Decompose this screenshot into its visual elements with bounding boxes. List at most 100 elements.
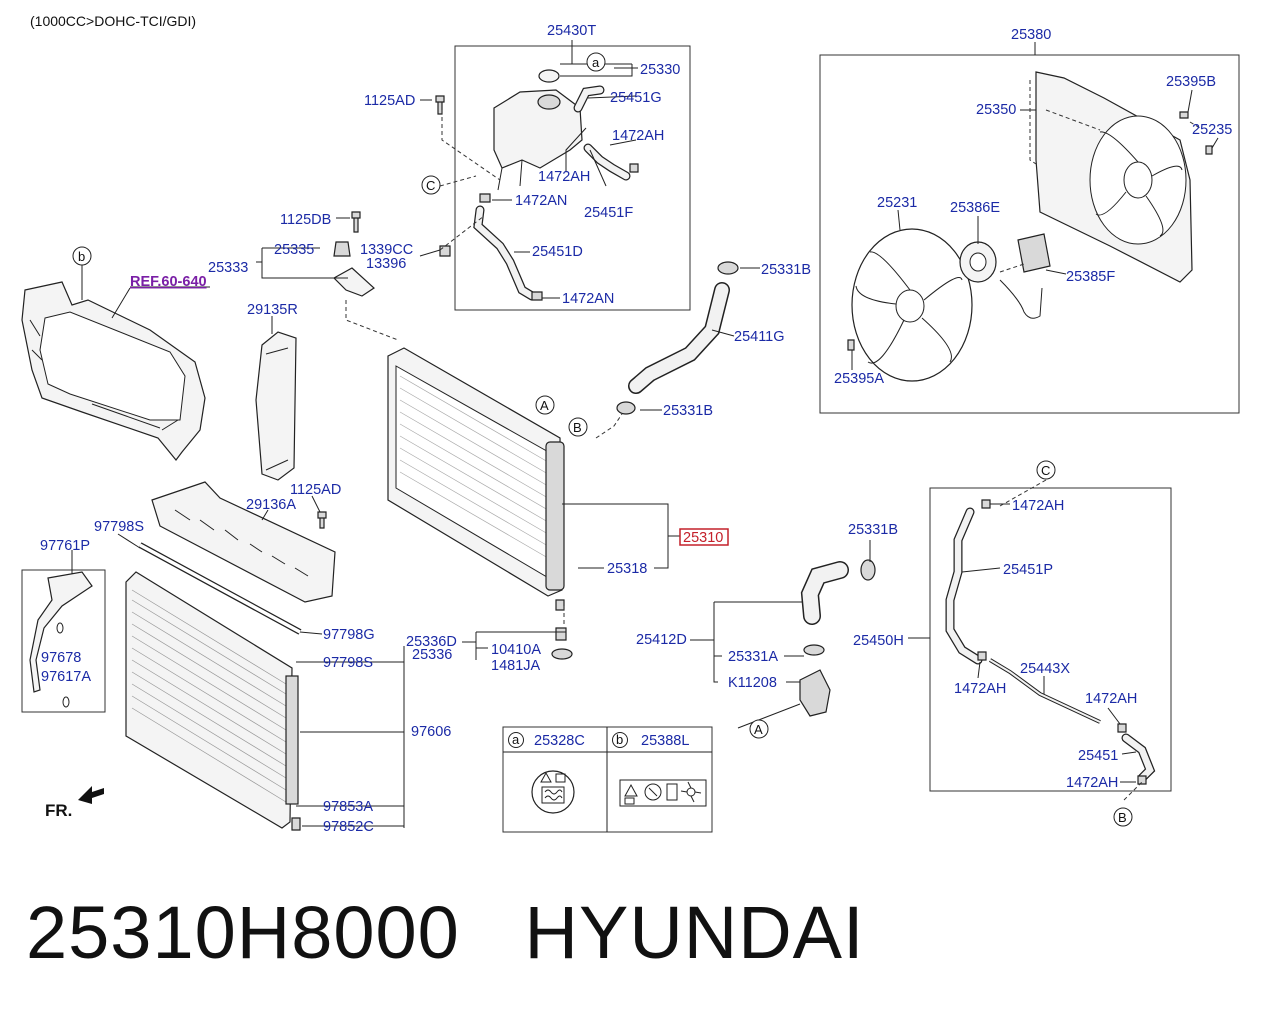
- radiator-drawing: [387, 347, 565, 611]
- part-label[interactable]: 25443X: [1020, 661, 1070, 677]
- brand-name: HYUNDAI: [524, 891, 865, 974]
- bracket-25333-drawing: [333, 267, 375, 297]
- circle-marker-b-radiator: B: [568, 417, 588, 437]
- part-label[interactable]: 25231: [877, 195, 917, 211]
- part-label[interactable]: 25451F: [584, 205, 633, 221]
- part-label[interactable]: 25331B: [761, 262, 811, 278]
- front-direction-arrow-icon: [78, 786, 104, 804]
- part-label[interactable]: 25451P: [1003, 562, 1053, 578]
- part-label[interactable]: 25331A: [728, 649, 778, 665]
- svg-text:A: A: [540, 398, 549, 413]
- circle-marker-b-heater: B: [1113, 807, 1133, 827]
- legend-part-b: 25388L: [641, 733, 689, 749]
- part-label[interactable]: 97798G: [323, 627, 375, 643]
- part-label[interactable]: 25412D: [636, 632, 687, 648]
- part-label[interactable]: 25451D: [532, 244, 583, 260]
- legend-marker-a: a: [508, 732, 524, 748]
- part-label[interactable]: 97606: [411, 724, 451, 740]
- part-label[interactable]: 97617A: [41, 669, 91, 685]
- lower-hose-drawing: [799, 559, 876, 717]
- part-label[interactable]: 97852C: [323, 819, 374, 835]
- part-label[interactable]: 25451: [1078, 748, 1118, 764]
- fan-group-box: [819, 54, 1240, 414]
- circle-marker-a-radiator: A: [535, 395, 555, 415]
- part-label[interactable]: 29135R: [247, 302, 298, 318]
- part-label[interactable]: 25451G: [610, 90, 662, 106]
- part-label[interactable]: 25385F: [1066, 269, 1115, 285]
- part-label[interactable]: 1472AN: [515, 193, 567, 209]
- circle-marker-a-cap: a: [586, 52, 606, 72]
- part-label[interactable]: 25331B: [663, 403, 713, 419]
- part-label[interactable]: 29136A: [246, 497, 296, 513]
- drain-plug-drawing: [555, 627, 567, 641]
- part-label[interactable]: 25386E: [950, 200, 1000, 216]
- screw-25395b-drawing: [1179, 111, 1189, 119]
- part-label[interactable]: 10410A: [491, 642, 541, 658]
- lower-air-guard-drawing: [151, 481, 336, 603]
- part-label[interactable]: 25336: [412, 647, 452, 663]
- highlighted-part-label[interactable]: 25310: [683, 530, 723, 546]
- air-guard-right-drawing: [255, 331, 297, 481]
- part-label[interactable]: 1125AD: [364, 93, 415, 109]
- part-label[interactable]: 25335: [274, 242, 314, 258]
- bolt-1125ad-lower-drawing: [317, 511, 327, 529]
- screw-25235-drawing: [1205, 145, 1213, 155]
- part-number: 25310H8000: [26, 891, 460, 974]
- part-label[interactable]: 1472AN: [562, 291, 614, 307]
- part-label[interactable]: 97853A: [323, 799, 373, 815]
- fan-controller-drawing: [999, 233, 1051, 319]
- part-label[interactable]: 97678: [41, 650, 81, 666]
- part-label[interactable]: 13396: [366, 256, 406, 272]
- part-label[interactable]: 97798S: [323, 655, 373, 671]
- svg-text:b: b: [78, 249, 85, 264]
- svg-text:a: a: [512, 732, 520, 747]
- condenser-drawing: [125, 571, 301, 831]
- part-label[interactable]: 1481JA: [491, 658, 541, 674]
- bushing-13396-drawing: [439, 245, 451, 257]
- part-label[interactable]: 25395A: [834, 371, 884, 387]
- part-label[interactable]: 1472AH: [538, 169, 590, 185]
- part-label[interactable]: 25333: [208, 260, 248, 276]
- part-label[interactable]: 1472AH: [1085, 691, 1137, 707]
- exploded-parts-diagram: (1000CC>DOHC-TCI/GDI) a 25328C b 25388L: [21, 13, 1240, 835]
- part-label[interactable]: 25350: [976, 102, 1016, 118]
- fan-warning-label-icon: [619, 779, 707, 807]
- front-carrier-drawing: [21, 281, 206, 461]
- bottom-title: 25310H8000 HYUNDAI: [26, 888, 865, 978]
- leader-lines: [71, 40, 1219, 828]
- part-label[interactable]: 25336D: [406, 634, 457, 650]
- part-label[interactable]: 25450H: [853, 633, 904, 649]
- upper-hose-drawing: [616, 261, 739, 415]
- part-label[interactable]: 1125AD: [290, 482, 341, 498]
- part-label[interactable]: 25235: [1192, 122, 1232, 138]
- part-label[interactable]: 25330: [640, 62, 680, 78]
- part-label[interactable]: 97761P: [40, 538, 90, 554]
- cooling-fan-drawing: [851, 228, 973, 382]
- svg-text:B: B: [1118, 810, 1127, 825]
- caution-cap-label-icon: [531, 770, 575, 814]
- heater-hose-group-box: [929, 487, 1172, 792]
- part-label[interactable]: 1472AH: [1066, 775, 1118, 791]
- legend-part-a: 25328C: [534, 733, 585, 749]
- part-label[interactable]: 25318: [607, 561, 647, 577]
- part-label[interactable]: 1472AH: [1012, 498, 1064, 514]
- part-label[interactable]: 25430T: [547, 23, 596, 39]
- engine-note: (1000CC>DOHC-TCI/GDI): [30, 13, 196, 29]
- part-label[interactable]: 25380: [1011, 27, 1051, 43]
- part-label[interactable]: 1472AH: [612, 128, 664, 144]
- part-label[interactable]: K11208: [728, 675, 777, 691]
- circle-marker-a-lowerhose: A: [749, 719, 769, 739]
- screw-25395a-drawing: [847, 339, 855, 351]
- part-label[interactable]: 25331B: [848, 522, 898, 538]
- part-label[interactable]: 1472AH: [954, 681, 1006, 697]
- part-label[interactable]: 25395B: [1166, 74, 1216, 90]
- part-label[interactable]: 1125DB: [280, 212, 331, 228]
- legend-marker-b: b: [612, 732, 628, 748]
- dashed-connection-lines: [345, 80, 1201, 801]
- part-label[interactable]: 1339CC: [360, 242, 413, 258]
- reference-link[interactable]: REF.60-640: [130, 274, 207, 290]
- svg-text:a: a: [592, 55, 600, 70]
- part-label[interactable]: 25411G: [734, 329, 785, 345]
- part-label[interactable]: 97798S: [94, 519, 144, 535]
- bolt-1125ad-upper-drawing: [435, 95, 445, 115]
